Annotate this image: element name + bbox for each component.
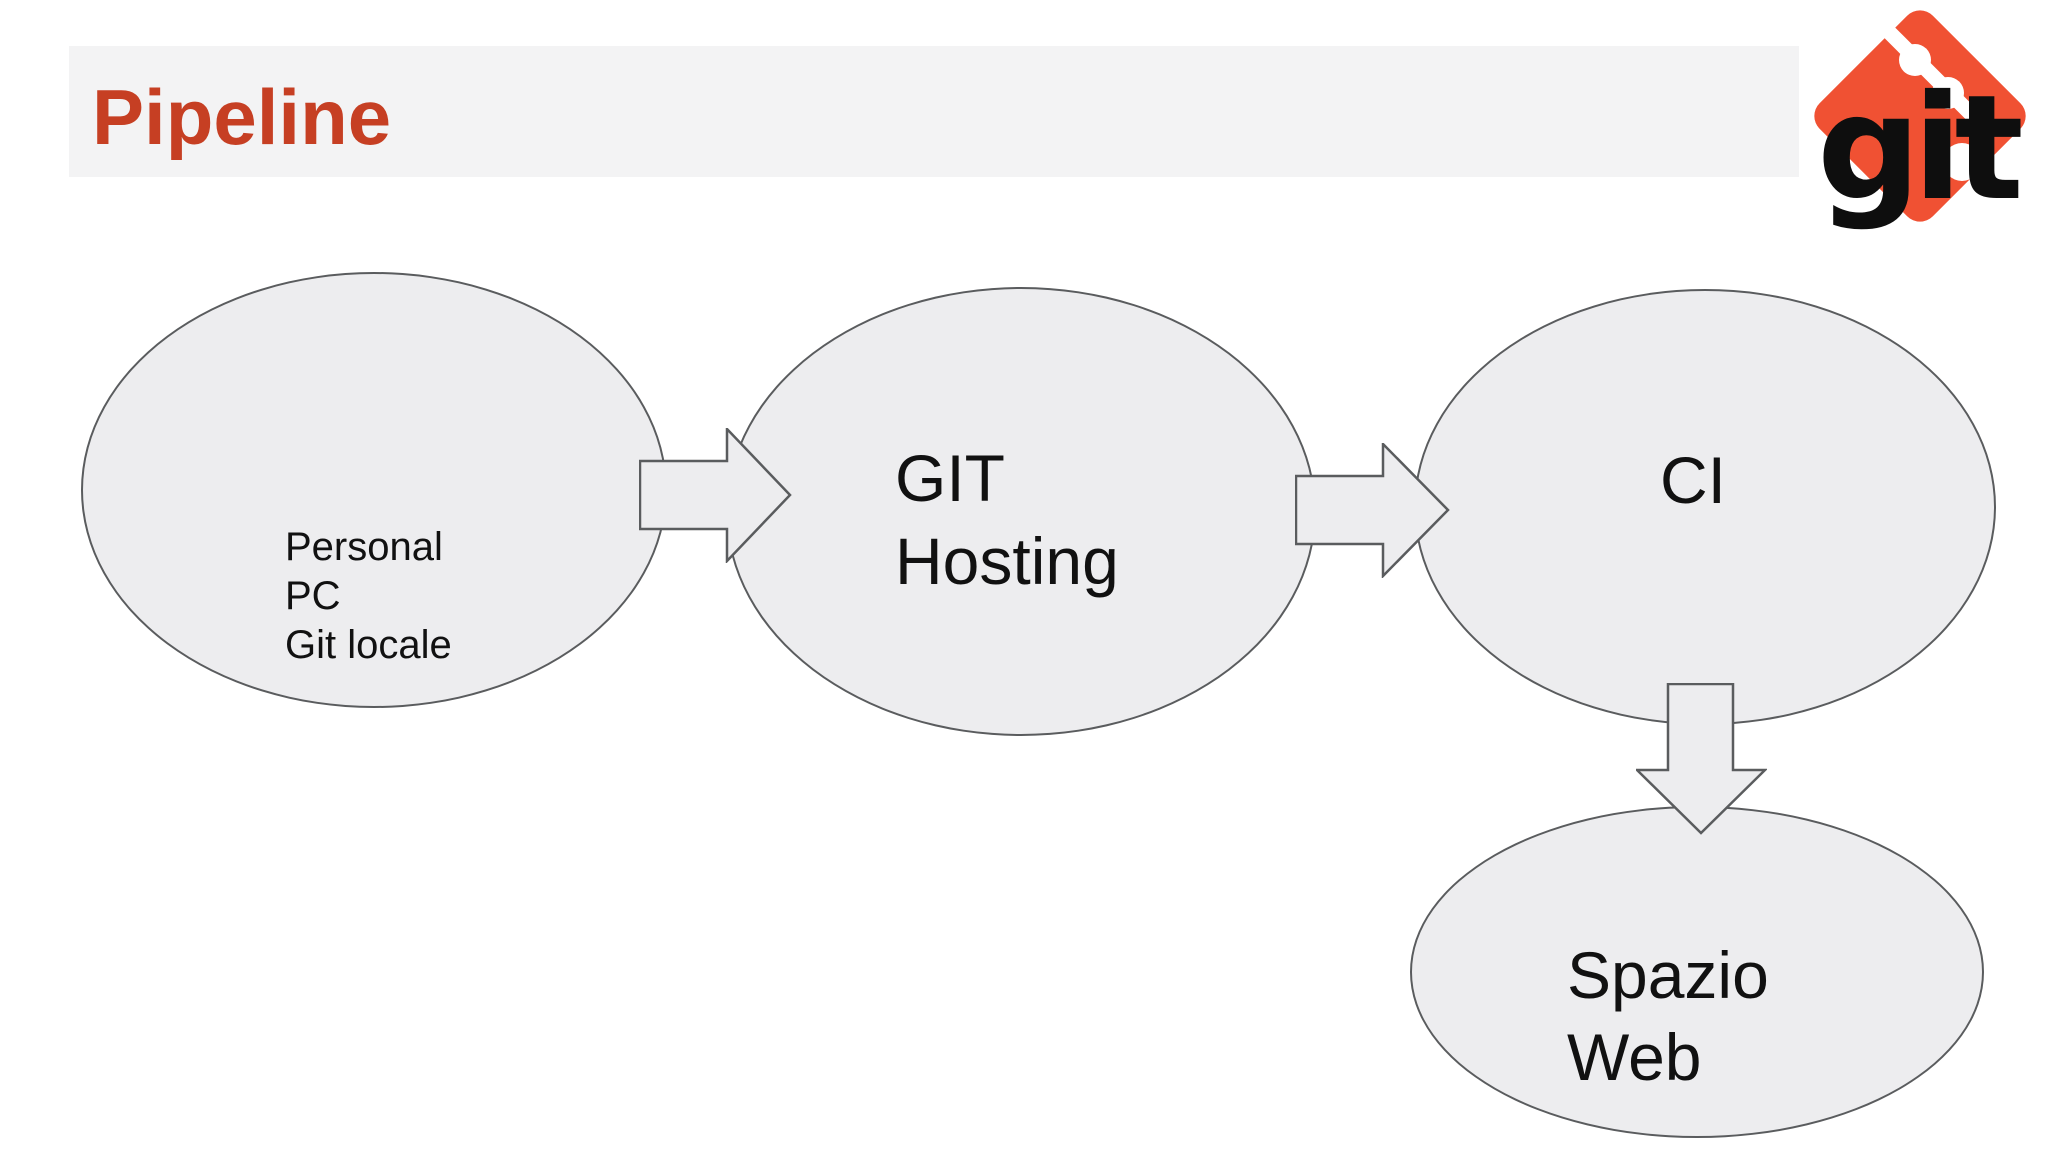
label-line: PC [285,574,341,618]
label-line: Web [1567,1020,1702,1094]
node-label-personal-pc: Personal PC Git locale [285,523,452,670]
git-logo-text: git [1817,64,2020,233]
node-ellipse-personal-pc [81,272,667,708]
git-diamond-icon [1814,10,2026,222]
git-logo: git [1799,0,2048,270]
node-ellipse-spazio-web [1410,806,1984,1138]
node-ellipse-git-hosting [726,287,1316,736]
title-banner [69,46,1800,177]
label-line: CI [1660,443,1726,517]
arrow-ci-to-spazio-icon [1636,683,1767,835]
node-ellipse-ci [1414,289,1996,725]
label-line: Git locale [285,623,452,667]
node-label-ci: CI [1660,439,1726,522]
label-line: Hosting [895,524,1119,598]
node-label-git-hosting: GIT Hosting [895,437,1119,603]
label-line: Spazio [1567,938,1769,1012]
label-line: Personal [285,525,443,569]
arrow-hosting-to-ci-icon [1295,443,1450,578]
slide-title: Pipeline [92,73,392,161]
git-logo-graphic: git [1814,10,2028,233]
node-label-spazio-web: Spazio Web [1567,934,1769,1098]
arrow-personal-to-hosting-icon [639,428,792,563]
label-line: GIT [895,441,1005,515]
